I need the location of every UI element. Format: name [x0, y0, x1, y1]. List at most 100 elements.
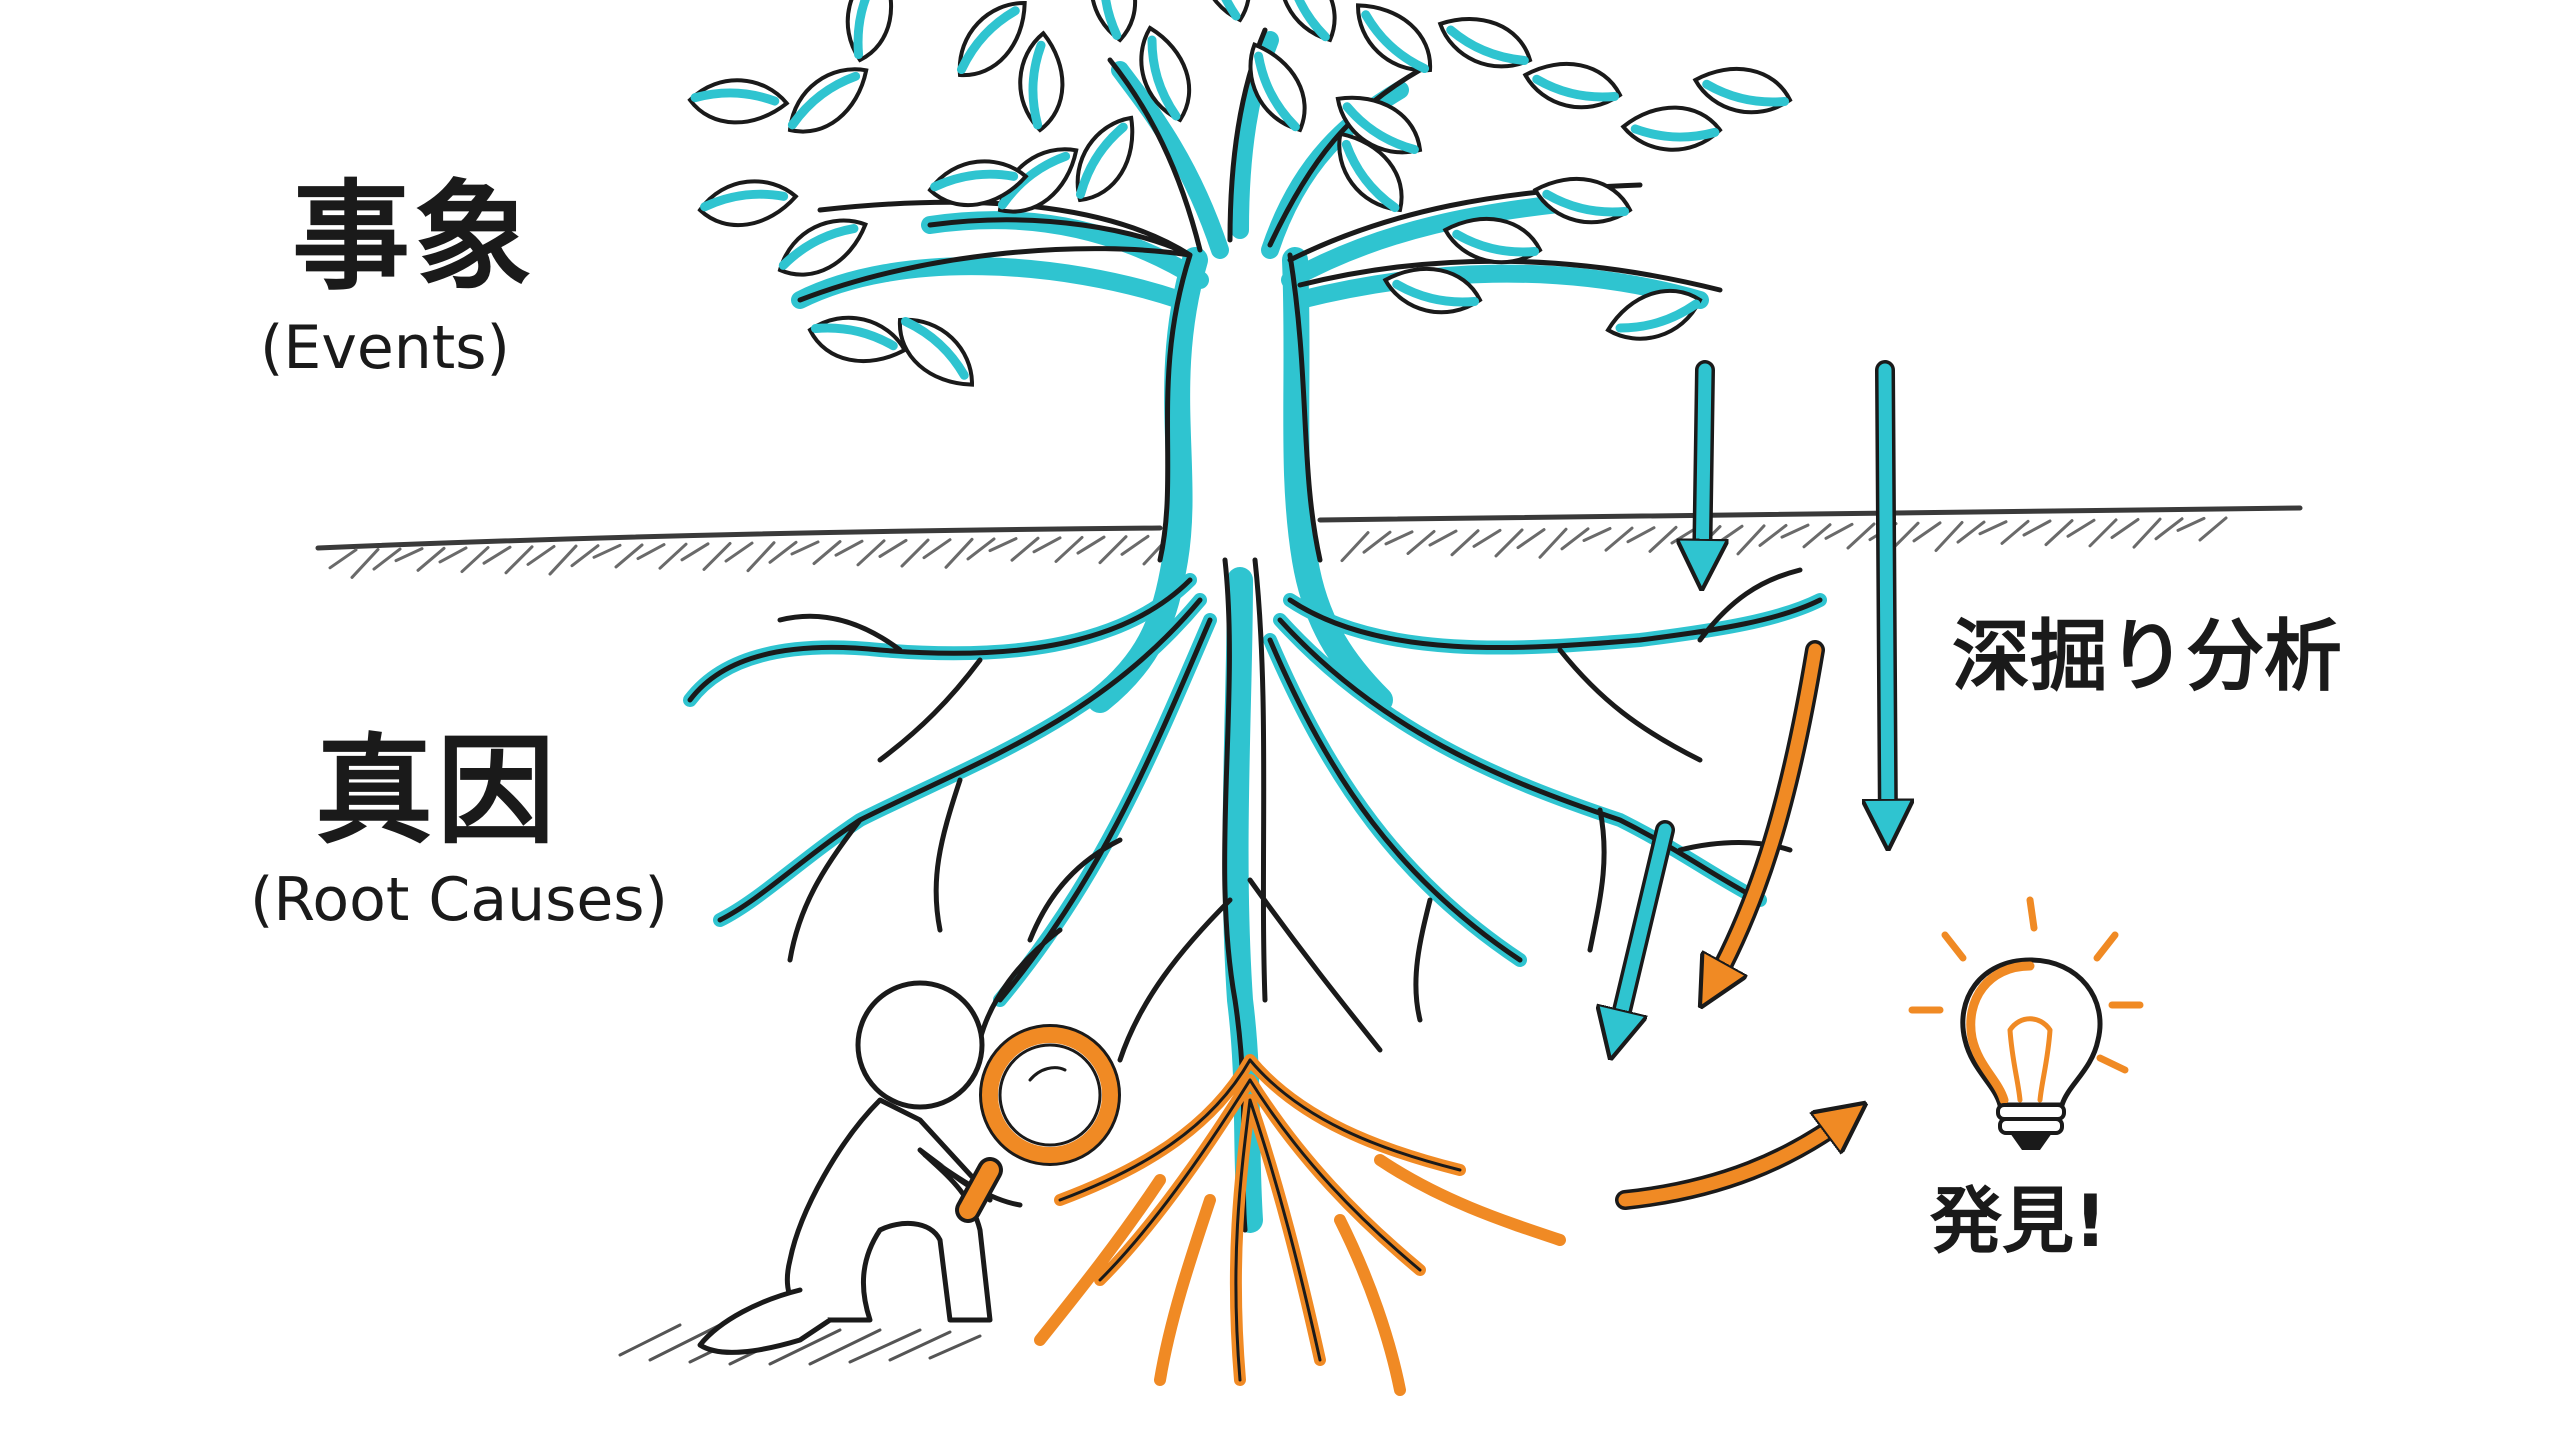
- ground-hatch-line: [988, 537, 1018, 553]
- ground-hatch-line: [1978, 520, 2008, 536]
- ground-hatch-line: [2088, 518, 2118, 548]
- leaf-icon: [1435, 0, 1536, 90]
- ground-hatch-line: [1846, 522, 1876, 550]
- ground-hatch-line: [1538, 527, 1568, 559]
- ground-hatch-line: [680, 542, 710, 562]
- ground-hatch-line: [2154, 517, 2184, 541]
- ground-hatch-line: [438, 546, 468, 564]
- ground-hatch-line: [1450, 529, 1480, 557]
- ground-hatch-line: [2066, 518, 2096, 538]
- ground-hatch-line: [1956, 520, 1986, 544]
- leaf-icon: [1531, 156, 1635, 243]
- ground-hatch-line: [2000, 519, 2030, 545]
- ground-hatch-line: [570, 544, 600, 568]
- ground-hatch-line: [1802, 523, 1832, 549]
- ground-hatch-line: [702, 541, 732, 571]
- ground-hatch-line: [1626, 526, 1656, 544]
- events-label: 事象: [292, 168, 537, 306]
- deep-dive-label: 深掘り分析: [1952, 612, 2343, 702]
- ground-hatch-line: [1054, 535, 1084, 563]
- ground-hatch-line: [1912, 521, 1942, 543]
- ground-hatch-line: [1472, 528, 1502, 548]
- ground-hatch-line: [812, 540, 842, 566]
- person-icon: [697, 980, 1023, 1355]
- arrow-down-icon: [1615, 360, 1888, 1040]
- tree-icon: [687, 0, 1795, 713]
- arrow-orange-down-icon: [1710, 640, 1825, 990]
- ground-hatch-line: [1340, 531, 1370, 563]
- ground-hatch-line: [1582, 526, 1612, 542]
- ground-hatch-line: [1076, 535, 1106, 555]
- ground-hatch-line: [1120, 534, 1150, 556]
- leaf-icon: [1082, 0, 1145, 42]
- leaf-icon: [827, 0, 914, 65]
- ground-hatch-line: [658, 542, 688, 570]
- ground-hatch-line: [1010, 536, 1040, 562]
- arrow-right-icon: [1615, 1115, 1850, 1210]
- ground-hatch-line: [328, 548, 358, 570]
- ground-hatch-line: [1428, 529, 1458, 547]
- ground-hatch-line: [416, 546, 446, 572]
- root-causes-label: 真因: [315, 722, 560, 860]
- ground-hatch-line: [1494, 528, 1524, 558]
- magnifying-glass-icon: [955, 1024, 1121, 1223]
- ground-hatch-line: [2044, 519, 2074, 547]
- ground-hatch-line: [944, 537, 974, 569]
- events-english-label: (Events): [260, 313, 510, 383]
- ground-hatch-line: [460, 546, 490, 574]
- ground-hatch-line: [1780, 523, 1810, 539]
- ground-hatch-line: [1934, 520, 1964, 552]
- roots-icon: [683, 557, 1827, 1396]
- ground-hatch-line: [1890, 521, 1920, 551]
- leaf-icon: [1351, 0, 1438, 89]
- ground-hatch-line: [2110, 518, 2140, 540]
- ground-hatch-line: [790, 540, 820, 556]
- leaf-icon: [1620, 90, 1723, 166]
- ground-hatch-line: [2022, 519, 2052, 537]
- ground-hatch-line: [372, 547, 402, 571]
- discovery-label: 発見!: [1930, 1179, 2107, 1263]
- ground-hatch-line: [1098, 535, 1128, 565]
- ground-hatch-line: [856, 539, 886, 567]
- ground-hatch-line: [526, 544, 556, 566]
- root-causes-english-label: (Root Causes): [250, 865, 668, 935]
- ground-hatch-line: [878, 538, 908, 558]
- ground-hatch-line: [1384, 530, 1414, 546]
- ground-hatch-line: [1604, 526, 1634, 552]
- ground-hatch-line: [746, 541, 776, 573]
- leaf-icon: [1608, 291, 1700, 339]
- ground-hatch-line: [724, 541, 754, 563]
- ground-hatch-line: [1758, 523, 1788, 547]
- ground-hatch-line: [1824, 522, 1854, 540]
- ground-hatch-line: [1516, 528, 1546, 550]
- ground-hatch-line: [1736, 524, 1766, 556]
- ground-hatch-line: [834, 539, 864, 557]
- ground-hatch-line: [768, 540, 798, 564]
- ground-hatch-line: [966, 537, 996, 561]
- ground-hatch-line: [1406, 529, 1436, 555]
- leaf-icon: [1521, 41, 1625, 128]
- ground-hatch-line: [900, 538, 930, 568]
- ground-hatch-line: [394, 547, 424, 563]
- leaf-icon: [1276, 0, 1339, 47]
- leaf-icon: [1201, 0, 1249, 20]
- ground-hatch-line: [922, 538, 952, 560]
- ground-hatch-line: [1362, 530, 1392, 554]
- leaf-icon: [773, 216, 872, 279]
- leaf-icon: [805, 297, 909, 384]
- leaf-icon: [687, 64, 790, 140]
- ground-hatch-line: [2132, 517, 2162, 549]
- ground-hatch-line: [504, 545, 534, 575]
- ground-hatch-line: [1648, 525, 1678, 553]
- ground-hatch-line: [350, 547, 380, 579]
- ground-hatch-line: [2198, 516, 2228, 542]
- ground-hatch-line: [1032, 536, 1062, 554]
- ground-hatch-line: [614, 543, 644, 569]
- ground-hatch-line: [548, 544, 578, 576]
- leaf-icon: [892, 301, 979, 405]
- leaf-icon: [777, 62, 880, 138]
- light-bulb-icon: [1908, 896, 2144, 1150]
- ground-hatch-line: [1560, 527, 1590, 551]
- ground-hatch-line: [592, 543, 622, 559]
